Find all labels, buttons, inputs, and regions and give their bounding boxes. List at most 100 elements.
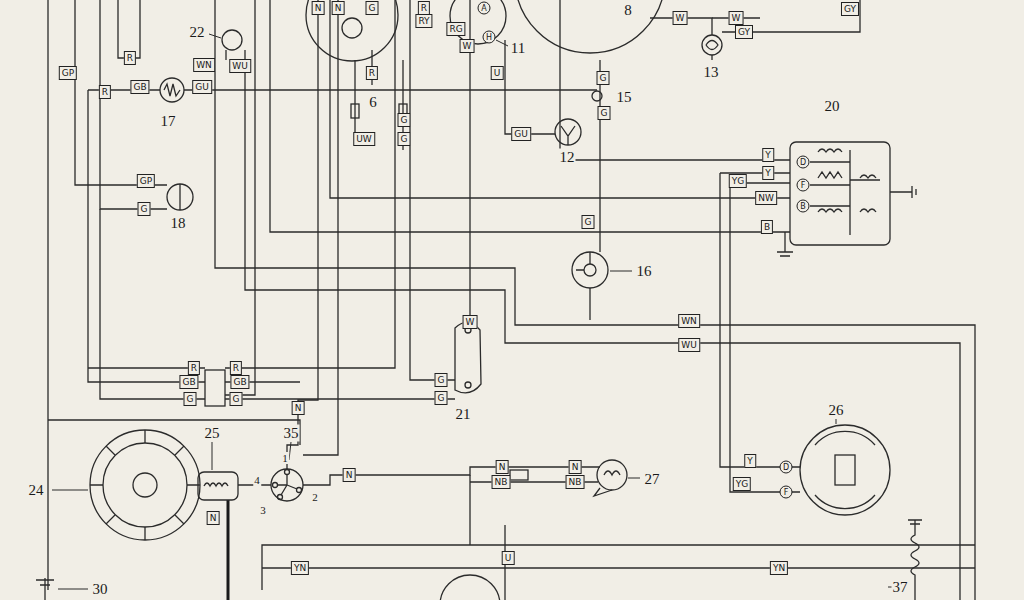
leader-line <box>212 442 213 470</box>
wire-code: R <box>188 361 200 375</box>
callout-number: 11 <box>510 40 526 57</box>
callout-number: 12 <box>559 149 576 166</box>
wire <box>262 567 975 568</box>
callout-number: 27 <box>644 471 661 488</box>
leader-line <box>52 34 905 589</box>
wire-code: GY <box>841 2 859 16</box>
callout-number: 16 <box>636 263 653 280</box>
component-symbol <box>103 443 187 527</box>
component-symbol <box>342 18 362 38</box>
component-symbol <box>455 322 481 392</box>
callout-number: 30 <box>92 581 109 598</box>
wire-code: GU <box>511 127 531 141</box>
wire <box>225 0 255 395</box>
terminal-code: H <box>483 31 496 44</box>
wire <box>303 467 600 485</box>
leader-line <box>58 589 88 590</box>
wire <box>270 0 790 232</box>
wire <box>225 398 455 399</box>
component-symbol <box>818 172 842 178</box>
wire-code: G <box>184 392 197 406</box>
leader-line <box>496 40 508 46</box>
thick-lead <box>227 500 230 600</box>
component-symbol <box>911 520 919 600</box>
component-symbol <box>273 483 278 488</box>
wire <box>720 173 800 467</box>
wire-code: GB <box>130 80 149 94</box>
wire-code: WU <box>229 59 251 73</box>
component-symbol <box>818 209 842 212</box>
wire-code: N <box>292 401 305 415</box>
wire-code: G <box>435 373 448 387</box>
wire-code: B <box>761 220 773 234</box>
terminal-number: 1 <box>281 452 289 464</box>
wire-code: G <box>598 106 611 120</box>
wire <box>215 0 975 600</box>
wire <box>303 0 338 455</box>
callout-number: 24 <box>28 482 45 499</box>
callout-number: 25 <box>204 425 221 442</box>
component-symbol <box>576 252 590 270</box>
wire <box>890 186 916 198</box>
leader-line <box>289 442 291 460</box>
wire-code: YG <box>733 477 751 491</box>
wire-code: GB <box>230 375 249 389</box>
wire-code: N <box>332 1 345 15</box>
leader-line <box>628 478 640 479</box>
component-symbol <box>584 264 596 276</box>
wire-code: Y <box>744 454 756 468</box>
component-symbol <box>205 370 225 406</box>
wire-code: G <box>597 71 610 85</box>
component-symbol <box>440 575 500 600</box>
wire <box>75 0 167 185</box>
component-symbol <box>860 209 876 212</box>
wire-code: G <box>366 1 379 15</box>
wire <box>88 90 205 382</box>
wire <box>589 288 590 320</box>
component-symbol <box>561 126 575 145</box>
component-symbol <box>36 578 54 600</box>
component-symbol <box>510 470 528 480</box>
terminal-code: F <box>780 486 793 499</box>
wire-code: G <box>435 391 448 405</box>
terminal-code: B <box>797 200 810 213</box>
wire-code: YN <box>291 561 309 575</box>
component-symbol <box>278 495 283 500</box>
wire <box>100 0 167 209</box>
component-symbol <box>164 84 180 96</box>
wire <box>118 0 140 58</box>
wire-code: G <box>398 132 411 146</box>
callout-number: 22 <box>189 24 206 41</box>
component-symbol <box>835 455 855 485</box>
wire <box>48 0 975 600</box>
component-symbol <box>594 488 612 496</box>
component-symbol <box>849 150 850 235</box>
wire-code: UW <box>353 132 375 146</box>
component-symbol <box>572 252 608 288</box>
wire <box>505 40 555 134</box>
component-symbol <box>285 470 290 475</box>
wire-code: YN <box>770 561 788 575</box>
wire-code: W <box>729 11 744 25</box>
component-symbol <box>908 520 922 524</box>
component-symbol <box>790 142 890 245</box>
wire-code: NB <box>492 475 511 489</box>
wire-code: R <box>230 361 242 375</box>
callout-number: 8 <box>623 2 633 19</box>
terminal-number: 3 <box>259 504 267 516</box>
wire-code: GP <box>137 174 155 188</box>
wire-code: R <box>99 85 111 99</box>
terminal-code: D <box>780 461 793 474</box>
wire-code: W <box>673 11 688 25</box>
wire <box>599 60 600 252</box>
callout-number: 13 <box>703 64 720 81</box>
wire-code: W <box>463 315 478 329</box>
component-symbol <box>815 431 875 508</box>
component-symbol <box>90 430 200 540</box>
terminal-code: F <box>797 179 810 192</box>
wire-code: U <box>491 66 504 80</box>
wire-code: G <box>230 392 243 406</box>
component-symbol <box>800 425 890 515</box>
callout-number: 26 <box>828 402 845 419</box>
